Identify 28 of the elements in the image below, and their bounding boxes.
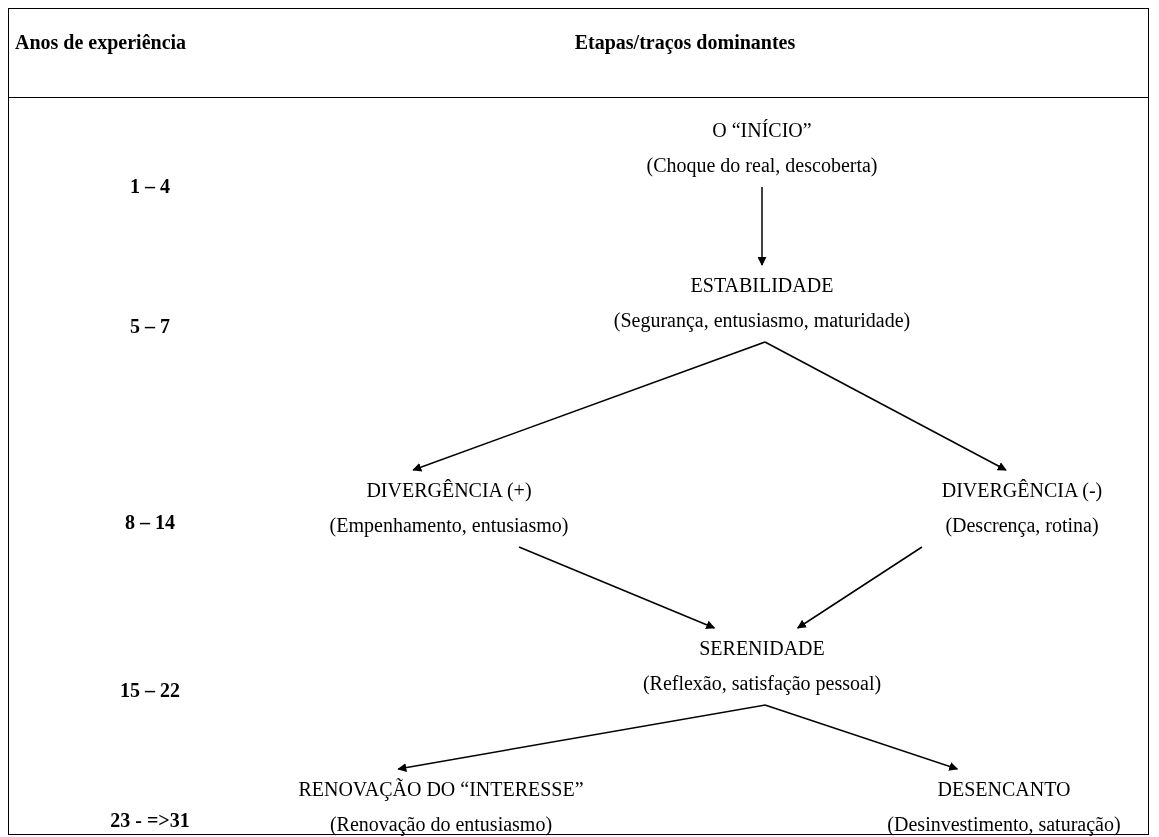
year-range: 5 – 7 (130, 314, 170, 339)
arrow (518, 546, 716, 630)
stage-title: DESENCANTO (937, 777, 1071, 802)
stage-title: RENOVAÇÃO DO “INTERESSE” (298, 777, 584, 803)
stage-traits: (Descrença, rotina) (945, 513, 1099, 539)
column-header: Anos de experiência (15, 30, 187, 56)
stage-traits: (Renovação do entusiasmo) (329, 812, 553, 837)
stage-traits: (Desinvestimento, saturação) (887, 812, 1121, 837)
arrow (412, 341, 766, 472)
year-range: 23 - =>31 (110, 808, 190, 833)
stage-traits: (Segurança, entusiasmo, maturidade) (613, 308, 911, 334)
arrow (797, 546, 923, 629)
column-header: Etapas/traços dominantes (574, 30, 796, 56)
arrow (764, 341, 1007, 471)
stage-title: O “INÍCIO” (712, 118, 812, 143)
arrow (397, 704, 766, 773)
stage-traits: (Choque do real, descoberta) (646, 153, 878, 179)
stage-title: DIVERGÊNCIA (+) (366, 478, 532, 504)
arrow (764, 704, 959, 771)
stage-traits: (Empenhamento, entusiasmo) (329, 513, 569, 539)
year-range: 1 – 4 (130, 174, 170, 199)
stage-title: ESTABILIDADE (690, 273, 834, 298)
year-range: 15 – 22 (120, 678, 180, 703)
stage-title: SERENIDADE (699, 636, 825, 661)
stage-traits: (Reflexão, satisfação pessoal) (642, 671, 882, 697)
year-range: 8 – 14 (125, 510, 175, 535)
arrow (757, 186, 767, 266)
stage-title: DIVERGÊNCIA (-) (941, 478, 1103, 504)
